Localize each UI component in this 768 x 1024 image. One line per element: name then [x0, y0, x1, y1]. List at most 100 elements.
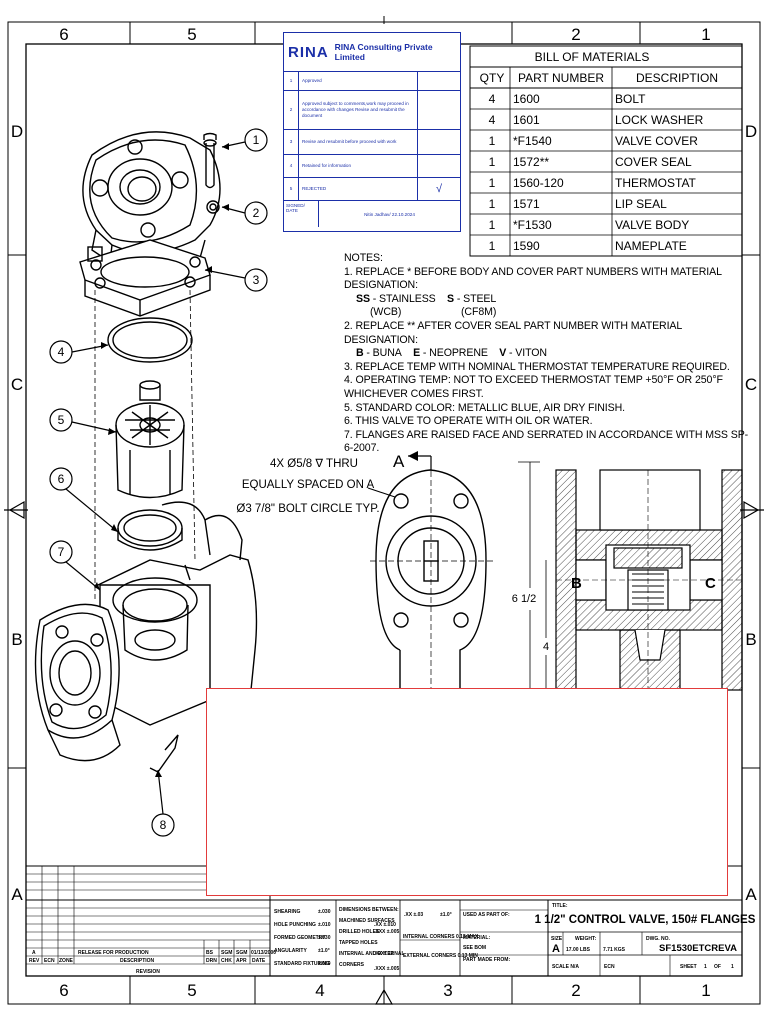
bom-part-number: 1560-120	[513, 176, 564, 190]
machining-value: .XXX ±.005	[374, 929, 399, 935]
bill-of-materials: BILL OF MATERIALS QTY PART NUMBER DESCRI…	[469, 45, 743, 257]
drawing-notes: NOTES: 1. REPLACE * BEFORE BODY AND COVE…	[344, 252, 754, 456]
stamp-row-number: 2	[284, 91, 299, 129]
bom-description: VALVE COVER	[615, 134, 698, 148]
revision-chk: SGM	[221, 950, 232, 956]
tolerance-angularity: ANGULARITY	[274, 948, 307, 954]
size-value: A	[552, 943, 560, 955]
thermostat-drawing	[115, 380, 185, 499]
note-2-options: B - BUNA E - NEOPRENE V - VITON	[344, 347, 754, 361]
zone-label-left: A	[11, 885, 23, 904]
bom-description: BOLT	[615, 92, 646, 106]
notes-title: NOTES:	[344, 252, 383, 264]
zone-label-top: 6	[59, 25, 68, 44]
note-4: 4. OPERATING TEMP: NOT TO EXCEED THERMOS…	[344, 374, 723, 400]
bom-part-number: 1590	[513, 239, 540, 253]
bom-description: COVER SEAL	[615, 155, 692, 169]
machining-item: DIMENSIONS BETWEEN:	[339, 907, 399, 913]
bom-part-number: *F1530	[513, 218, 552, 232]
bom-part-number: 1600	[513, 92, 540, 106]
zone-label-bottom: 4	[315, 981, 324, 1000]
bom-qty: 1	[489, 218, 496, 232]
section-arrow-a	[408, 451, 432, 470]
zone-label-top: 2	[571, 25, 580, 44]
stamp-row-check	[418, 130, 460, 154]
stamp-header: RINA RINA Consulting Private Limited	[284, 33, 460, 72]
note-code-s-text: - STEEL	[454, 292, 497, 305]
stamp-signed-value: Nitin Jadhav/ 22.10.2024	[364, 211, 415, 217]
note-1-options: SS - STAINLESS S - STEEL	[344, 293, 754, 307]
section-label-c: C	[705, 575, 716, 592]
note-1: 1. REPLACE * BEFORE BODY AND COVER PART …	[344, 265, 722, 292]
size-label: SIZE	[551, 936, 563, 942]
stamp-row-check	[418, 91, 460, 129]
hole-note-line-2: EQUALLY SPACED ON A	[242, 479, 375, 491]
zone-label-bottom: 6	[59, 981, 68, 1000]
zone-label-right: A	[745, 885, 757, 904]
bolt-drawing	[203, 132, 220, 214]
zone-label-right: B	[745, 630, 756, 649]
sheet-of: OF	[714, 964, 721, 970]
callout-7: 7	[58, 545, 65, 559]
revision-header-apr: APR	[236, 958, 247, 964]
rina-logo: RINA	[288, 43, 329, 61]
stamp-company: RINA Consulting Private Limited	[334, 42, 433, 62]
machining-item: TAPPED HOLES	[339, 940, 378, 946]
dimension-overall: 6 1/2	[512, 593, 536, 605]
stamp-row-number: 5	[284, 178, 299, 200]
section-label-b: B	[571, 575, 582, 592]
section-label-a: A	[393, 452, 405, 471]
title-label: TITLE:	[552, 903, 568, 909]
bom-qty: 4	[489, 92, 496, 106]
bom-qty: 1	[489, 239, 496, 253]
bom-qty: 1	[489, 155, 496, 169]
note-code-v-text: - VITON	[506, 347, 547, 360]
sheet-number: 1	[704, 964, 707, 970]
machining-item: DRILLED HOLES	[339, 929, 380, 935]
callout-8: 8	[160, 818, 167, 832]
weight-label: WEIGHT:	[575, 936, 596, 942]
zone-label-right: D	[745, 122, 757, 141]
exploded-view	[34, 131, 258, 773]
stamp-row-text: Retained for information	[299, 155, 418, 177]
revision-header-ecn: ECN	[44, 958, 55, 964]
bom-part-number: *F1540	[513, 134, 552, 148]
zone-label-left: B	[11, 630, 22, 649]
tolerance-hole-punching: HOLE PUNCHING	[274, 922, 316, 928]
revision-apr: SGM	[236, 950, 247, 956]
stamp-row: 5 REJECTED √	[284, 178, 460, 201]
revision-date: 01/13/2000	[251, 950, 276, 956]
callout-6: 6	[58, 472, 65, 486]
note-code-v: V	[499, 347, 507, 360]
bom-description: LOCK WASHER	[615, 113, 704, 127]
stamp-row-text: Revise and resubmit before proceed with …	[299, 130, 418, 154]
front-view	[367, 462, 495, 690]
stamp-row-number: 1	[284, 72, 299, 90]
bom-part-number: 1571	[513, 197, 540, 211]
zone-label-top: 5	[187, 25, 196, 44]
hole-note-line-3: Ø3 7/8" BOLT CIRCLE TYP.	[236, 503, 379, 515]
revision-header-description: DESCRIPTION	[120, 958, 155, 964]
revision-header-drn: DRN	[206, 958, 217, 964]
zone-label-left: C	[11, 375, 23, 394]
bom-description: THERMOSTAT	[615, 176, 697, 190]
sheet-total: 1	[731, 964, 734, 970]
machining-value: ±1.0°	[440, 912, 452, 918]
drawing-title: 1 1/2" CONTROL VALVE, 150# FLANGES	[535, 914, 756, 926]
revision-header-zone: ZONE	[59, 958, 74, 964]
stamp-row-check-mark: √	[435, 183, 443, 195]
corners-external: EXTERNAL CORNERS 0.13 MIN	[403, 953, 478, 959]
bom-title: BILL OF MATERIALS	[535, 50, 650, 64]
callout-1: 1	[253, 133, 260, 147]
stamp-row-text: REJECTED	[299, 178, 418, 200]
zone-label-top: 1	[701, 25, 710, 44]
machining-value: .XXX ±.005	[374, 966, 399, 972]
revision-header-rev: REV	[29, 958, 40, 964]
stamp-signed-label: SIGNED/ DATE	[284, 201, 319, 227]
bom-description: NAMEPLATE	[615, 239, 687, 253]
stamp-row: 3 Revise and resubmit before proceed wit…	[284, 130, 460, 155]
scale-label: SCALE N/A	[552, 964, 579, 970]
note-code-ss-text: - STAINLESS	[369, 292, 436, 305]
callout-5: 5	[58, 413, 65, 427]
stamp-row-check	[418, 72, 460, 90]
